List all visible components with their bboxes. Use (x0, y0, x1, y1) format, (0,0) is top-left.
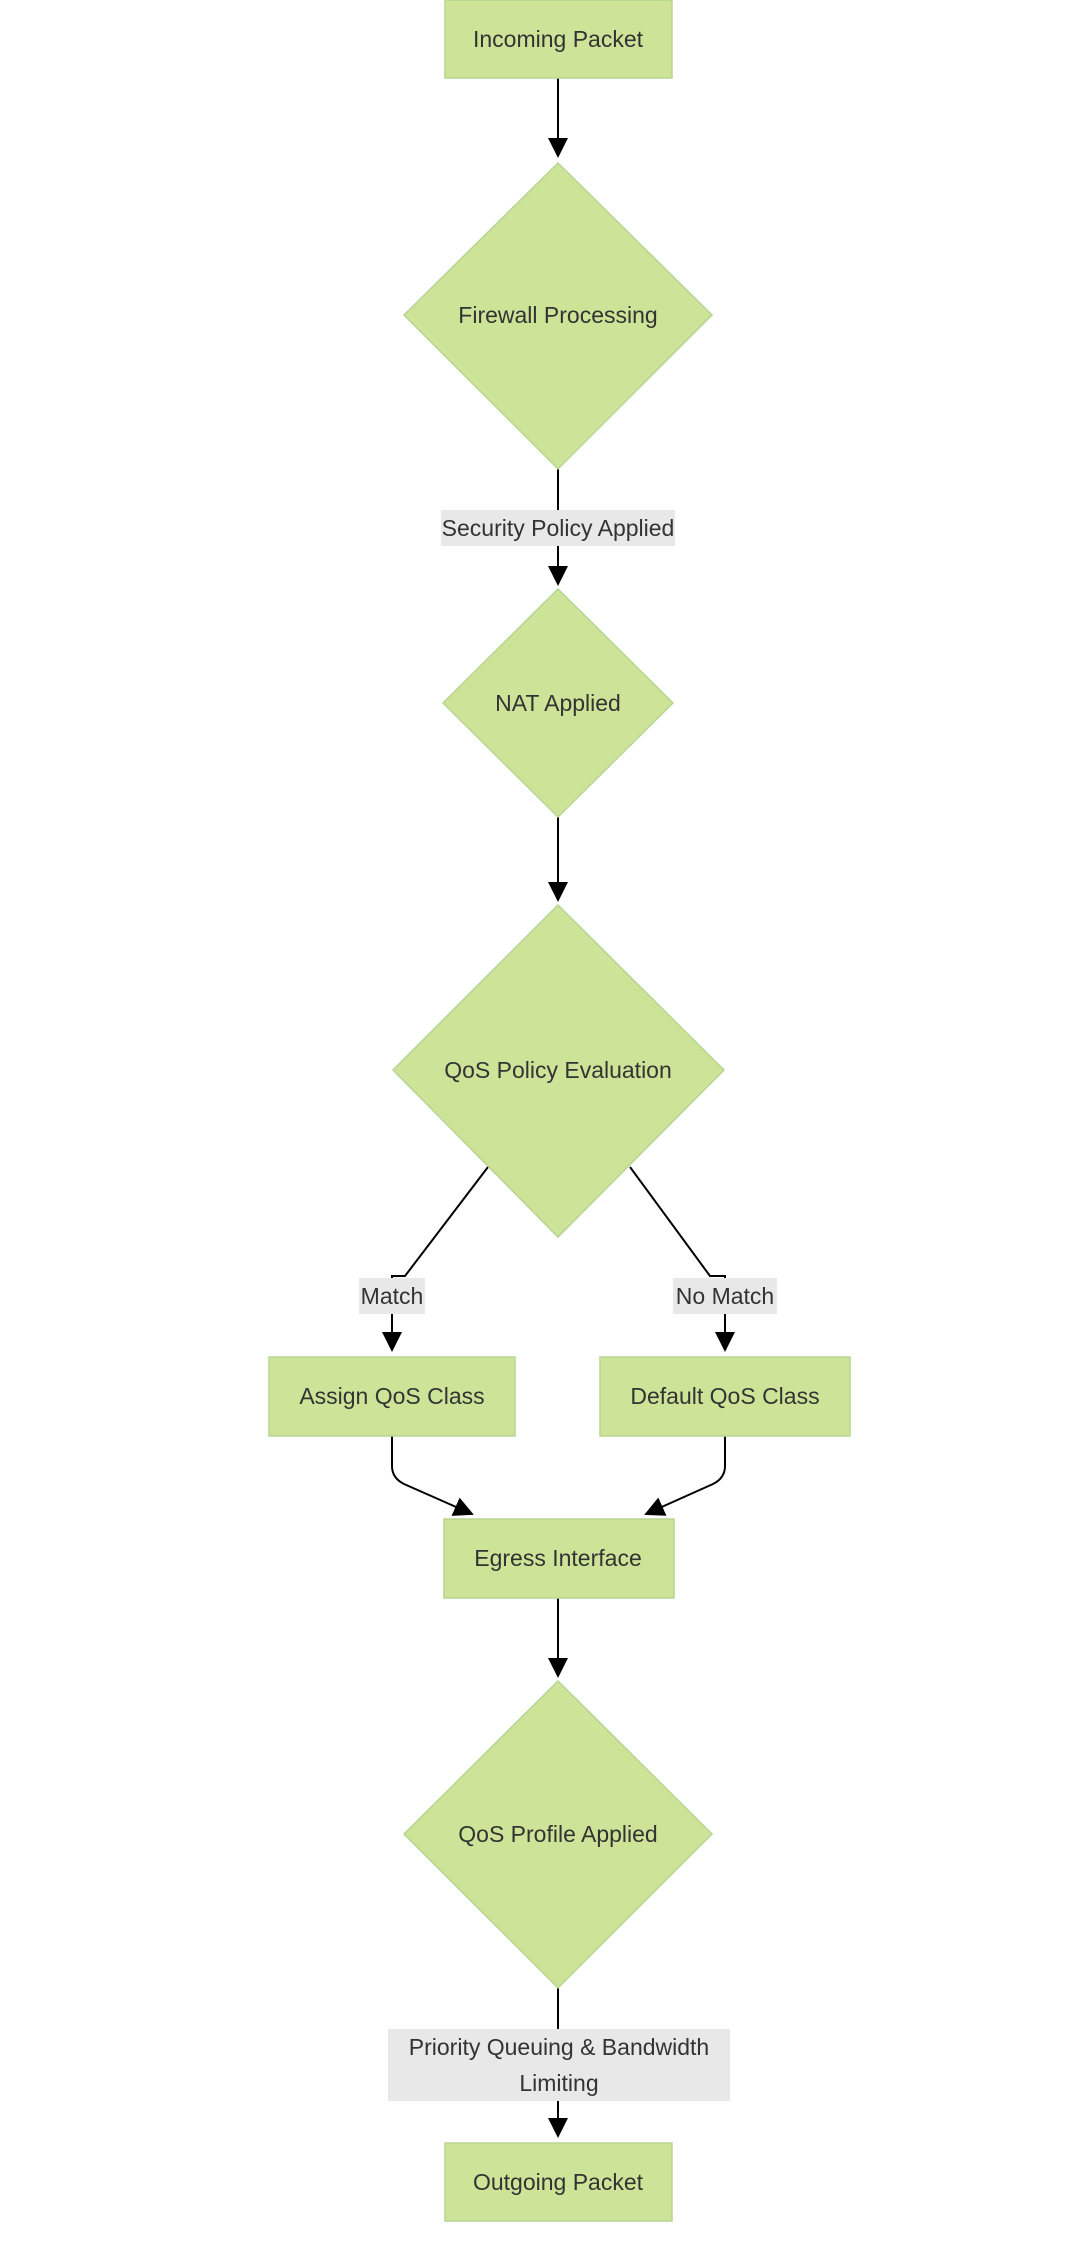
node-egress-interface-label: Egress Interface (474, 1545, 641, 1571)
node-nat-applied: NAT Applied (441, 587, 675, 819)
node-outgoing-packet-label: Outgoing Packet (473, 2169, 644, 2195)
edge-qos-policy-to-default (629, 1166, 735, 1352)
node-qos-policy-evaluation: QoS Policy Evaluation (391, 903, 726, 1239)
node-nat-applied-label: NAT Applied (495, 690, 621, 716)
node-default-qos-class: Default QoS Class (599, 1356, 851, 1437)
edge-label-priority-queuing-line1: Priority Queuing & Bandwidth (409, 2034, 709, 2060)
node-firewall-processing-label: Firewall Processing (458, 302, 657, 328)
node-incoming-packet-label: Incoming Packet (473, 26, 644, 52)
node-assign-qos-class-label: Assign QoS Class (299, 1383, 484, 1409)
edge-default-to-egress (644, 1436, 726, 1516)
edge-label-priority-queuing-line2: Limiting (519, 2070, 598, 2096)
edge-label-no-match-text: No Match (676, 1283, 774, 1309)
node-incoming-packet: Incoming Packet (444, 0, 673, 79)
node-assign-qos-class: Assign QoS Class (268, 1356, 516, 1437)
edge-label-no-match: No Match (673, 1278, 777, 1314)
edge-label-security-policy-text: Security Policy Applied (442, 515, 675, 541)
edge-qos-policy-to-assign (382, 1166, 489, 1352)
node-firewall-processing: Firewall Processing (402, 161, 714, 471)
edge-label-match-text: Match (361, 1283, 424, 1309)
node-outgoing-packet: Outgoing Packet (444, 2142, 673, 2222)
edge-label-priority-queuing: Priority Queuing & Bandwidth Limiting (388, 2029, 730, 2101)
edge-assign-to-egress (391, 1436, 474, 1516)
node-qos-policy-evaluation-label: QoS Policy Evaluation (444, 1057, 672, 1083)
node-default-qos-class-label: Default QoS Class (630, 1383, 819, 1409)
edge-label-match: Match (359, 1278, 425, 1314)
node-qos-profile-applied-label: QoS Profile Applied (458, 1821, 657, 1847)
node-qos-profile-applied: QoS Profile Applied (402, 1679, 714, 1990)
node-egress-interface: Egress Interface (443, 1518, 675, 1599)
edge-label-security-policy: Security Policy Applied (441, 510, 675, 546)
